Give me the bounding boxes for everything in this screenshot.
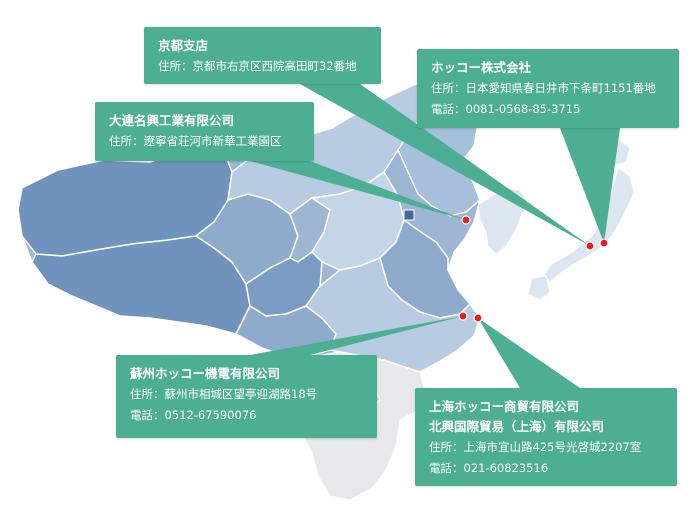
office-phone: 電話：0512-67590076 — [130, 408, 257, 422]
office-phone: 電話：021-60823516 — [429, 461, 549, 475]
callout-suzhou: 蘇州ホッコー機電有限公司 住所：蘇州市相城区望亭迎湖路18号 電話：0512-6… — [116, 355, 377, 438]
callout-kyoto-branch: 京都支店 住所：京都市右京区西院高田町32番地 — [144, 27, 381, 84]
marker-dalian[interactable] — [461, 215, 471, 225]
pointer-suzhou — [250, 316, 463, 355]
office-address: 住所：京都市右京区西院高田町32番地 — [158, 59, 357, 73]
marker-kasugai[interactable] — [599, 238, 609, 248]
office-name: 京都支店 — [158, 38, 209, 53]
pointer-hokkou — [560, 128, 620, 243]
region-kyushu — [527, 275, 551, 301]
callout-dalian: 大連名興工業有限公司 住所：遼寧省荘河市新華工業園区 — [95, 102, 314, 161]
office-name: 上海ホッコー商貿有限公司 — [429, 399, 580, 414]
pointer-shanghai — [478, 318, 580, 388]
office-address: 住所：上海市宜山路425号光啓城2207室 — [429, 440, 642, 454]
office-name: 大連名興工業有限公司 — [109, 113, 235, 128]
pointer-dalian — [250, 161, 466, 220]
callout-shanghai: 上海ホッコー商貿有限公司 北興国際貿易（上海）有限公司 住所：上海市宜山路425… — [415, 388, 677, 486]
callout-hokkou-hq: ホッコー株式会社 住所：日本愛知県春日井市下条町1151番地 電話：0081-0… — [417, 49, 679, 128]
office-address: 住所：蘇州市相城区望亭迎湖路18号 — [130, 387, 318, 401]
office-name-secondary: 北興国際貿易（上海）有限公司 — [429, 419, 605, 434]
office-name: 蘇州ホッコー機電有限公司 — [130, 366, 281, 381]
marker-kyoto[interactable] — [585, 241, 595, 251]
pointer-kyoto — [300, 84, 590, 246]
office-phone: 電話：0081-0568-85-3715 — [431, 102, 581, 116]
marker-suzhou[interactable] — [458, 311, 468, 321]
marker-shanghai[interactable] — [473, 313, 483, 323]
office-address: 住所：日本愛知県春日井市下条町1151番地 — [431, 81, 656, 95]
office-name: ホッコー株式会社 — [431, 60, 532, 75]
region-beijing — [403, 209, 415, 221]
office-address: 住所：遼寧省荘河市新華工業園区 — [109, 134, 282, 148]
